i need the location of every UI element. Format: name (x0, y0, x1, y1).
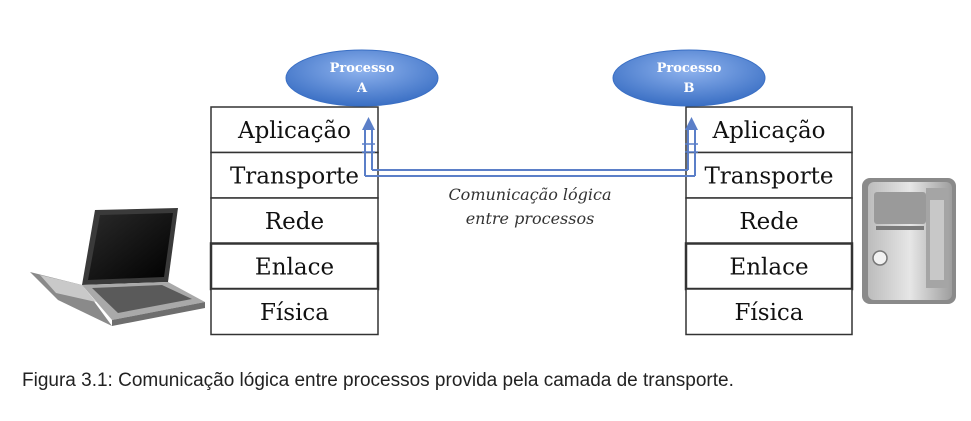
layer-box (210, 197, 379, 245)
server-tower-icon (862, 178, 956, 304)
layer-label: Aplicação (237, 118, 351, 144)
process-b-node: Processo B (612, 49, 766, 107)
figure-caption: Figura 3.1: Comunicação lógica entre pro… (22, 370, 734, 391)
arrow-up-icon (362, 117, 375, 130)
logical-link-label-line1: Comunicação lógica (448, 185, 611, 204)
process-a-label: Processo (330, 61, 395, 76)
layer-label: Rede (739, 209, 798, 235)
layer-label: Enlace (255, 255, 334, 281)
process-a-id: A (356, 81, 368, 96)
process-a-node: Processo A (285, 49, 439, 107)
process-b-label: Processo (657, 61, 722, 76)
layer-box (685, 288, 853, 336)
layer-label: Aplicação (711, 118, 825, 144)
layer-label: Física (260, 300, 329, 326)
layer-label: Rede (265, 209, 324, 235)
layer-box (210, 288, 379, 336)
logical-communication-link (362, 117, 698, 177)
layer-label: Transporte (704, 164, 833, 190)
layer-box (685, 151, 853, 199)
layer-box (685, 106, 853, 154)
logical-link-label-line2: entre processos (466, 209, 595, 228)
layer-label: Transporte (230, 164, 359, 190)
arrow-up-icon (685, 117, 698, 130)
layer-box (684, 242, 854, 291)
layer-label: Física (734, 300, 803, 326)
layer-label: Enlace (729, 255, 808, 281)
laptop-icon (30, 208, 205, 326)
process-b-id: B (684, 81, 695, 96)
